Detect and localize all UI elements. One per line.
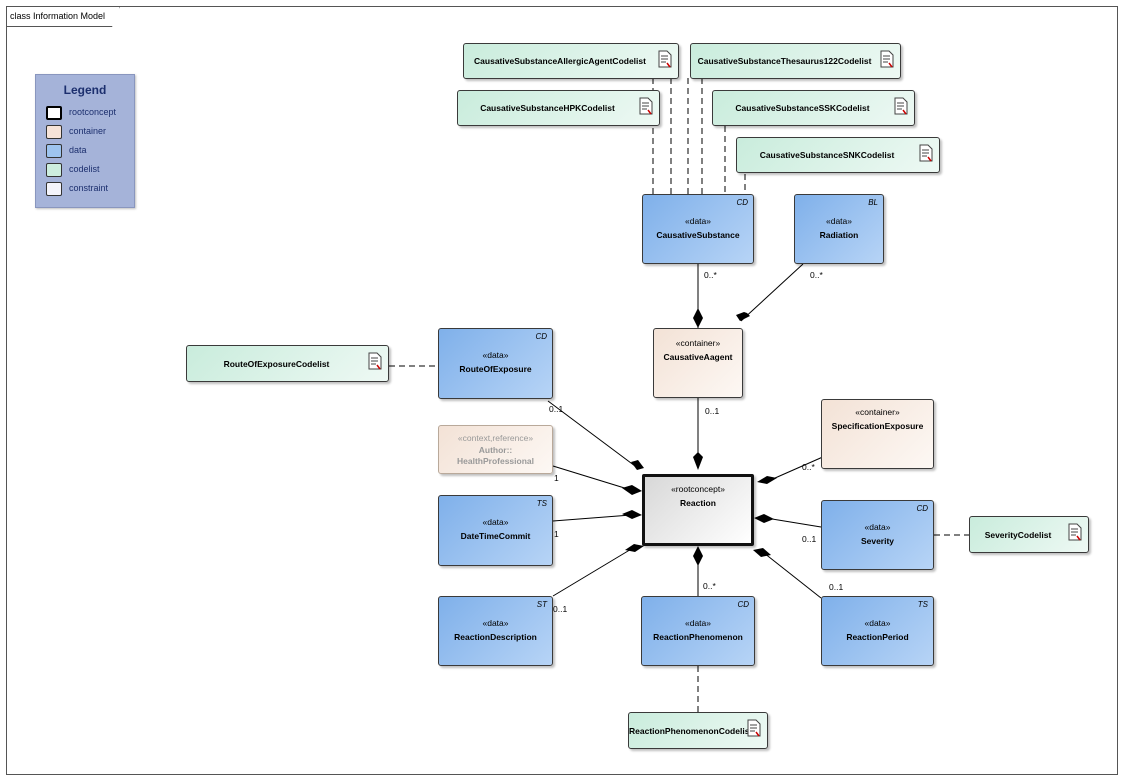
legend-swatch [46, 125, 62, 139]
codelist-dependencies [389, 78, 969, 712]
codelist-reaction-phenomenon[interactable]: ReactionPhenomenonCodelist [628, 712, 768, 749]
document-icon [880, 50, 894, 68]
codelist-causative-substance-ssk[interactable]: CausativeSubstanceSSKCodelist [712, 90, 915, 126]
document-icon [368, 352, 382, 370]
multiplicity-specification-exposure: 0..* [802, 462, 815, 472]
class-specification-exposure[interactable]: «container» SpecificationExposure [821, 399, 934, 469]
codelist-severity[interactable]: SeverityCodelist [969, 516, 1089, 553]
multiplicity-causative-agent: 0..1 [705, 406, 720, 416]
legend-panel: Legend rootconcept container data codeli… [35, 74, 135, 208]
class-severity[interactable]: CD «data» Severity [821, 500, 934, 570]
multiplicity-reaction-period: 0..1 [829, 582, 844, 592]
multiplicity-causative-substance: 0..* [704, 270, 717, 280]
document-icon [747, 719, 761, 737]
multiplicity-radiation: 0..* [810, 270, 823, 280]
multiplicity-route-of-exposure: 0..1 [549, 404, 564, 414]
class-reaction-phenomenon[interactable]: CD «data» ReactionPhenomenon [641, 596, 755, 666]
class-datetime-commit[interactable]: TS «data» DateTimeCommit [438, 495, 553, 566]
multiplicity-severity: 0..1 [802, 534, 817, 544]
document-icon [894, 97, 908, 115]
multiplicity-reaction-description: 0..1 [553, 604, 568, 614]
multiplicity-reaction-phenomenon: 0..* [703, 581, 716, 591]
legend-swatch [46, 144, 62, 158]
legend-swatch [46, 106, 62, 120]
document-icon [658, 50, 672, 68]
codelist-causative-substance-snk[interactable]: CausativeSubstanceSNKCodelist [736, 137, 940, 173]
codelist-causative-substance-thesaurus122[interactable]: CausativeSubstanceThesaurus122Codelist [690, 43, 901, 79]
class-causative-agent[interactable]: «container» CausativeAagent [653, 328, 743, 398]
class-causative-substance[interactable]: CD «data» CausativeSubstance [642, 194, 754, 264]
multiplicity-datetime-commit: 1 [554, 529, 559, 539]
class-reaction-period[interactable]: TS «data» ReactionPeriod [821, 596, 934, 666]
class-route-of-exposure[interactable]: CD «data» RouteOfExposure [438, 328, 553, 399]
document-icon [919, 144, 933, 162]
document-icon [1068, 523, 1082, 541]
multiplicity-author: 1 [554, 473, 559, 483]
class-radiation[interactable]: BL «data» Radiation [794, 194, 884, 264]
composition-diamonds [622, 308, 777, 566]
document-icon [639, 97, 653, 115]
associations [547, 263, 826, 599]
legend-title: Legend [63, 83, 107, 97]
class-reaction-description[interactable]: ST «data» ReactionDescription [438, 596, 553, 666]
legend-swatch [46, 182, 62, 196]
codelist-causative-substance-hpk[interactable]: CausativeSubstanceHPKCodelist [457, 90, 660, 126]
diagram-frame [6, 6, 1118, 775]
codelist-route-of-exposure[interactable]: RouteOfExposureCodelist [186, 345, 389, 382]
codelist-causative-substance-allergic-agent[interactable]: CausativeSubstanceAllergicAgentCodelist [463, 43, 679, 79]
class-reaction[interactable]: «rootconcept» Reaction [642, 474, 754, 546]
legend-swatch [46, 163, 62, 177]
class-author-health-professional[interactable]: «context,reference» Author:: HealthProfe… [438, 425, 553, 474]
